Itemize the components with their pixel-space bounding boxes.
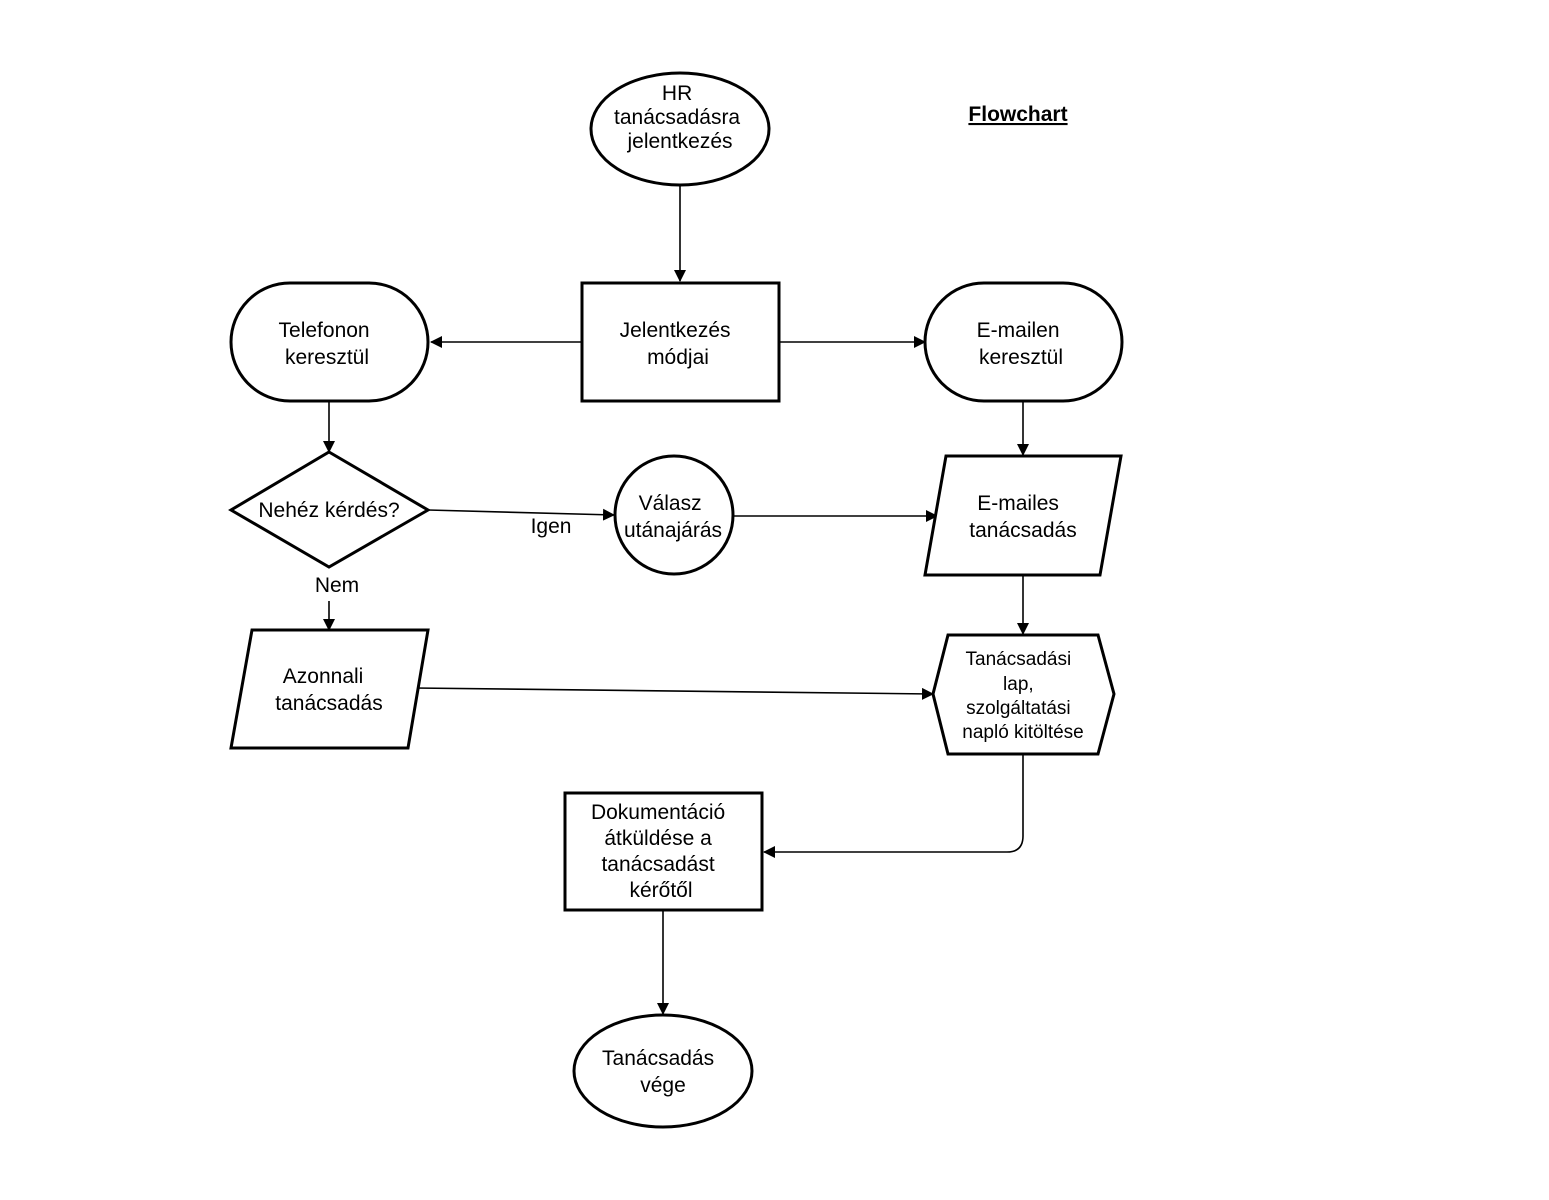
instant-label: Azonnali tanácsadás bbox=[275, 665, 382, 715]
phone-label: Telefonon keresztül bbox=[279, 319, 376, 369]
node-end: Tanácsadás vége bbox=[572, 1013, 754, 1129]
docs-label: Dokumentáció átküldése a tanácsadást kér… bbox=[591, 801, 731, 902]
node-followup: Válasz utánajárás bbox=[613, 454, 735, 576]
flowchart-title: Flowchart bbox=[968, 103, 1067, 126]
node-email: E-mailen keresztül bbox=[923, 281, 1124, 403]
difficult-decision-diamond bbox=[228, 450, 431, 569]
email-label: E-mailen keresztül bbox=[977, 319, 1066, 369]
edge-difficult-to-followup bbox=[427, 508, 615, 521]
node-start: HR tanácsadásra jelentkezés bbox=[589, 71, 771, 187]
form-hexagon bbox=[931, 633, 1116, 756]
edge-label-yes: Igen bbox=[531, 515, 572, 538]
email-advice-label: E-mailes tanácsadás bbox=[969, 492, 1076, 542]
docs-rect bbox=[563, 791, 764, 912]
modes-label: Jelentkezés módjai bbox=[620, 319, 737, 369]
followup-label: Válasz utánajárás bbox=[624, 492, 722, 542]
followup-circle bbox=[613, 454, 735, 576]
phone-terminator bbox=[229, 281, 430, 403]
start-ellipse bbox=[589, 71, 771, 187]
node-form: Tanácsadási lap, szolgáltatási napló kit… bbox=[931, 633, 1116, 756]
email-advice-parallelogram bbox=[923, 454, 1123, 577]
end-label: Tanácsadás vége bbox=[602, 1047, 720, 1097]
form-label: Tanácsadási lap, szolgáltatási napló kit… bbox=[962, 649, 1083, 743]
edge-form-to-docs bbox=[763, 754, 1024, 858]
end-ellipse bbox=[572, 1013, 754, 1129]
node-difficult: Nehéz kérdés? bbox=[228, 450, 431, 569]
node-modes: Jelentkezés módjai bbox=[580, 281, 781, 403]
edge-instant-to-form bbox=[413, 687, 934, 700]
node-instant: Azonnali tanácsadás bbox=[229, 628, 430, 750]
node-email-advice: E-mailes tanácsadás bbox=[923, 454, 1123, 577]
difficult-label: Nehéz kérdés? bbox=[258, 499, 399, 522]
instant-parallelogram bbox=[229, 628, 430, 750]
node-phone: Telefonon keresztül bbox=[229, 281, 430, 403]
node-docs: Dokumentáció átküldése a tanácsadást kér… bbox=[563, 791, 764, 912]
edge-label-no: Nem bbox=[315, 574, 359, 597]
start-label: HR tanácsadásra jelentkezés bbox=[614, 82, 746, 153]
edges bbox=[323, 186, 1029, 1015]
email-terminator bbox=[923, 281, 1124, 403]
modes-rect bbox=[580, 281, 781, 403]
